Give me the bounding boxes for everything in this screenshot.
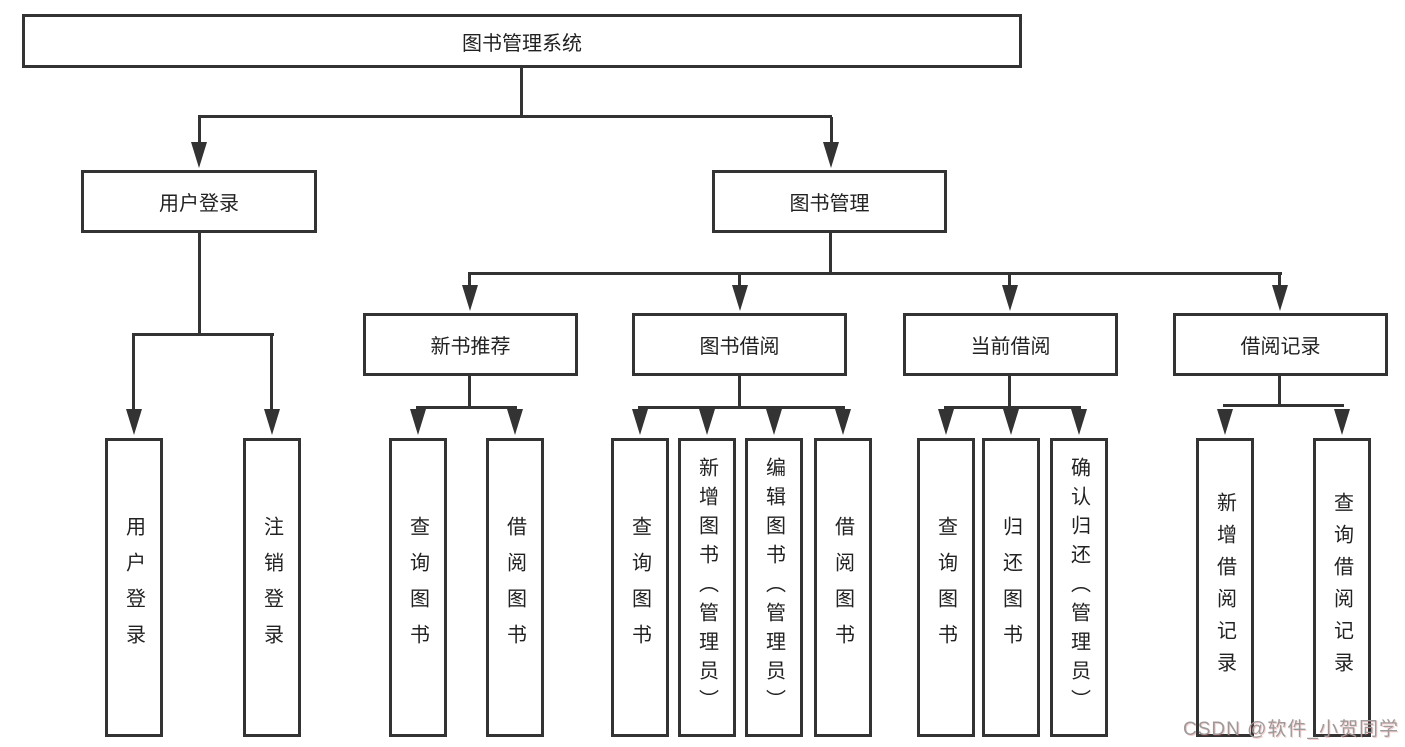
arrow-down-icon bbox=[462, 285, 478, 311]
arrow-down-icon bbox=[1002, 285, 1018, 311]
node-current-borrow: 当前借阅 bbox=[903, 313, 1118, 376]
leaf-query-books: 查询图书 bbox=[389, 438, 447, 737]
arrow-down-icon bbox=[823, 142, 839, 168]
arrow-down-icon bbox=[410, 409, 426, 435]
leaf-query-books: 查询图书 bbox=[917, 438, 975, 737]
arrow-down-icon bbox=[1334, 409, 1350, 435]
arrow-down-icon bbox=[1217, 409, 1233, 435]
leaf-query-borrow-record: 查询借阅记录 bbox=[1313, 438, 1371, 737]
connector-line bbox=[829, 233, 832, 275]
arrow-down-icon bbox=[1071, 409, 1087, 435]
connector-line bbox=[198, 117, 201, 150]
connector-branch bbox=[198, 115, 832, 118]
connector-branch bbox=[638, 406, 845, 409]
leaf-user-login: 用户登录 bbox=[105, 438, 163, 737]
connector-line bbox=[1008, 376, 1011, 408]
node-user-login: 用户登录 bbox=[81, 170, 317, 233]
connector-line bbox=[468, 376, 471, 408]
connector-line bbox=[198, 233, 201, 336]
connector-branch bbox=[468, 272, 1282, 275]
arrow-down-icon bbox=[632, 409, 648, 435]
leaf-add-book-admin: 新增图书（管理员） bbox=[678, 438, 736, 737]
connector-branch bbox=[1223, 404, 1344, 407]
connector-line bbox=[520, 68, 523, 117]
connector-line bbox=[468, 274, 471, 292]
arrow-down-icon bbox=[835, 409, 851, 435]
arrow-down-icon bbox=[699, 409, 715, 435]
connector-line bbox=[1008, 274, 1011, 292]
arrow-down-icon bbox=[191, 142, 207, 168]
connector-line bbox=[830, 117, 833, 150]
leaf-add-borrow-record: 新增借阅记录 bbox=[1196, 438, 1254, 737]
leaf-confirm-return-admin: 确认归还（管理员） bbox=[1050, 438, 1108, 737]
leaf-borrow-books: 借阅图书 bbox=[486, 438, 544, 737]
arrow-down-icon bbox=[1272, 285, 1288, 311]
node-borrow-records: 借阅记录 bbox=[1173, 313, 1388, 376]
watermark: CSDN @软件_小贺同学 bbox=[1183, 719, 1399, 740]
leaf-query-books: 查询图书 bbox=[611, 438, 669, 737]
connector-branch bbox=[944, 406, 1081, 409]
arrow-down-icon bbox=[126, 409, 142, 435]
arrow-down-icon bbox=[766, 409, 782, 435]
arrow-down-icon bbox=[507, 409, 523, 435]
arrow-down-icon bbox=[1003, 409, 1019, 435]
connector-line bbox=[132, 335, 135, 412]
leaf-edit-book-admin: 编辑图书（管理员） bbox=[745, 438, 803, 737]
leaf-return-books: 归还图书 bbox=[982, 438, 1040, 737]
connector-branch bbox=[416, 406, 517, 409]
node-book-management: 图书管理 bbox=[712, 170, 947, 233]
arrow-down-icon bbox=[264, 409, 280, 435]
arrow-down-icon bbox=[938, 409, 954, 435]
connector-line bbox=[738, 376, 741, 408]
leaf-logout: 注销登录 bbox=[243, 438, 301, 737]
connector-branch bbox=[132, 333, 274, 336]
node-book-borrow: 图书借阅 bbox=[632, 313, 847, 376]
connector-line bbox=[1278, 376, 1281, 407]
connector-line bbox=[1278, 274, 1281, 292]
arrow-down-icon bbox=[732, 285, 748, 311]
leaf-borrow-books: 借阅图书 bbox=[814, 438, 872, 737]
node-root: 图书管理系统 bbox=[22, 14, 1022, 68]
node-new-book-recommend: 新书推荐 bbox=[363, 313, 578, 376]
connector-line bbox=[270, 335, 273, 412]
connector-line bbox=[738, 274, 741, 292]
